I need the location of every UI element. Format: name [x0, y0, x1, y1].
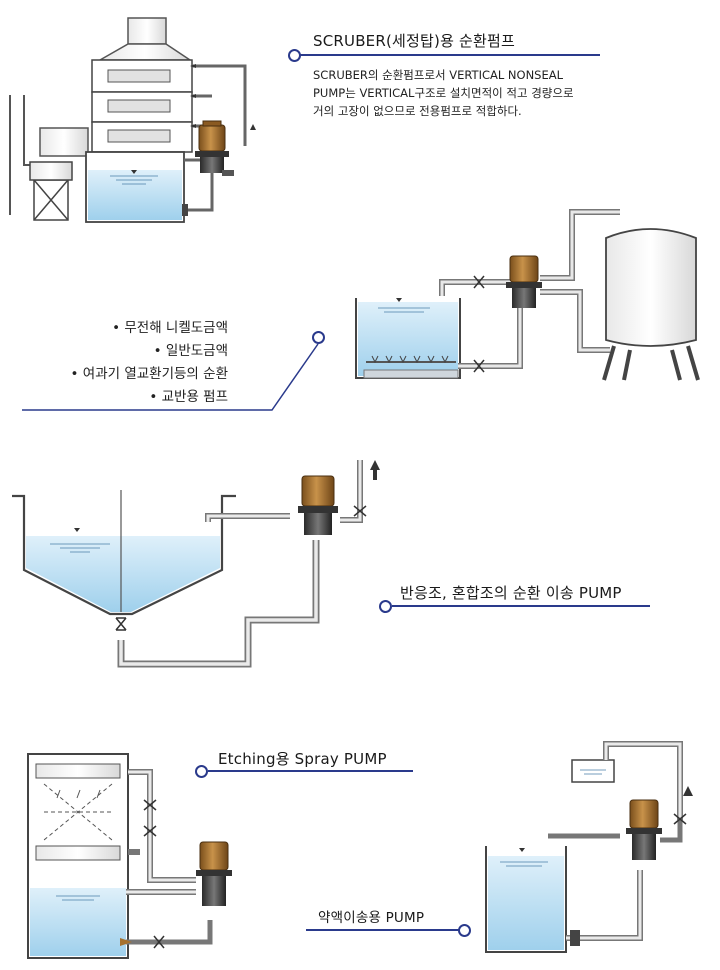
scrubber-desc-2: PUMP는 VERTICAL구조로 설치면적이 적고 경량으로 — [313, 86, 574, 100]
chemical-rule — [306, 929, 459, 931]
plating-item-1: • 무전해 니켈도금액 — [112, 320, 228, 336]
scrubber-desc-3: 거의 고장이 없으므로 전용펌프로 적합하다. — [313, 104, 522, 118]
plating-item-4: • 교반용 펌프 — [149, 389, 228, 405]
scrubber-marker — [288, 49, 301, 62]
reaction-title: 반응조, 혼합조의 순환 이송 PUMP — [400, 584, 622, 602]
plating-marker — [312, 331, 325, 344]
plating-diagram — [355, 209, 700, 381]
reaction-marker — [379, 600, 392, 613]
reaction-diagram — [12, 460, 380, 668]
etching-rule — [208, 770, 413, 772]
scrubber-diagram — [9, 17, 256, 223]
chemical-title: 약액이송용 PUMP — [318, 910, 425, 926]
scrubber-title: SCRUBER(세정탑)용 순환펌프 — [313, 32, 516, 50]
scrubber-desc-1: SCRUBER의 순환펌프로서 VERTICAL NONSEAL — [313, 68, 564, 82]
plating-item-3: • 여과기 열교환기등의 순환 — [70, 366, 228, 382]
etching-diagram — [27, 753, 232, 959]
reaction-rule — [392, 605, 650, 607]
plating-item-2: • 일반도금액 — [153, 343, 228, 359]
etching-marker — [195, 765, 208, 778]
chemical-diagram — [485, 741, 693, 953]
etching-title: Etching용 Spray PUMP — [218, 750, 387, 768]
scrubber-rule — [300, 54, 600, 56]
chemical-marker — [458, 924, 471, 937]
